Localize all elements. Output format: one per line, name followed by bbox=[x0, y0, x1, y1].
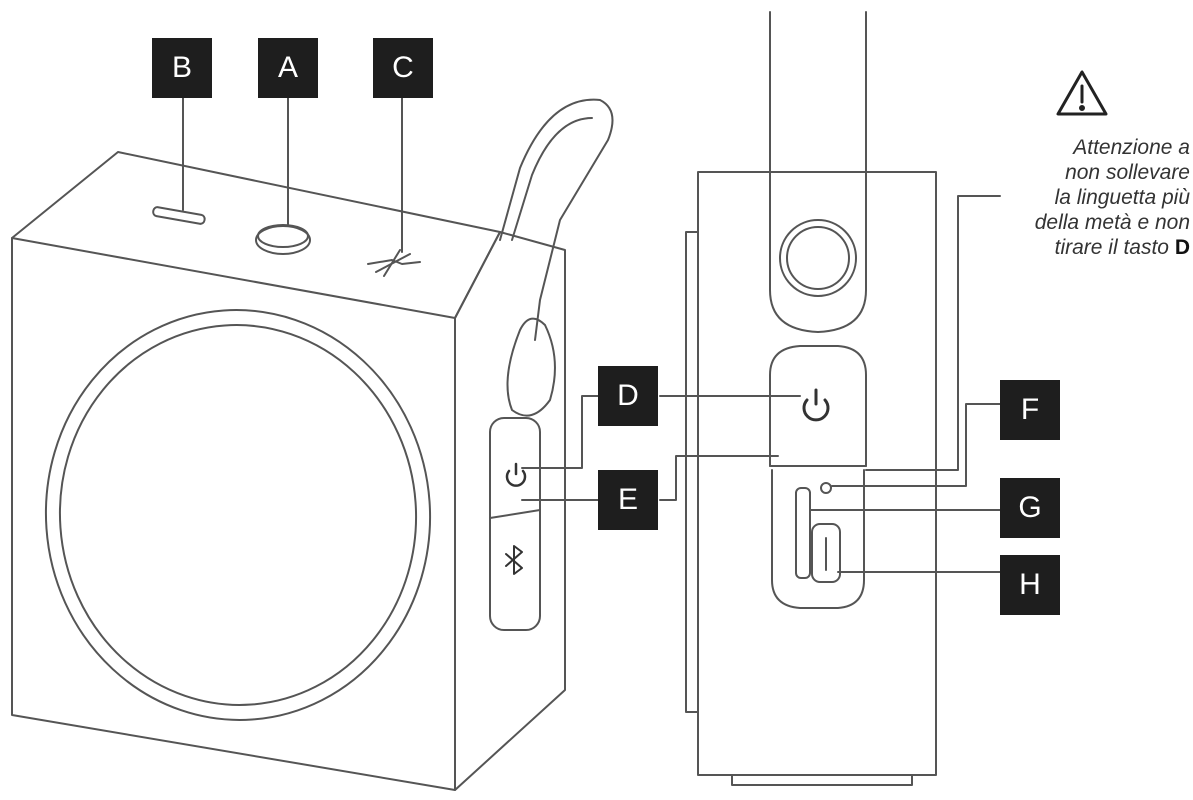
label-d: D bbox=[598, 366, 658, 426]
warning-line: la linguetta più bbox=[1054, 186, 1190, 209]
label-e: E bbox=[598, 470, 658, 530]
label-g: G bbox=[1000, 478, 1060, 538]
speaker-grille-outer bbox=[44, 309, 432, 721]
button-a-round[interactable] bbox=[255, 224, 311, 255]
left-speaker-top-face bbox=[11, 151, 501, 319]
label-h: H bbox=[1000, 555, 1060, 615]
right-speaker-bottom-edge bbox=[731, 774, 913, 786]
strap-button bbox=[779, 219, 857, 297]
protective-flap[interactable] bbox=[769, 345, 867, 467]
leader-line-f bbox=[831, 403, 1001, 487]
warning-line-last: tirare il tasto D bbox=[990, 235, 1190, 260]
indicator-led-f bbox=[820, 482, 832, 494]
power-icon bbox=[505, 462, 527, 487]
label-a: A bbox=[258, 38, 318, 98]
warning-line: non sollevare bbox=[1065, 161, 1190, 184]
left-speaker-strap-inner bbox=[511, 117, 593, 241]
left-speaker-side-face bbox=[454, 231, 566, 791]
label-b: B bbox=[152, 38, 212, 98]
warning-line: della metà e non bbox=[1034, 211, 1190, 234]
leader-line-d-left bbox=[521, 395, 599, 469]
warning-triangle-icon bbox=[1056, 70, 1108, 116]
bluetooth-icon bbox=[505, 545, 523, 575]
warning-key-label: D bbox=[1174, 236, 1190, 259]
button-c-plus[interactable] bbox=[367, 249, 421, 277]
right-speaker-body bbox=[697, 171, 937, 776]
label-f: F bbox=[1000, 380, 1060, 440]
right-speaker-back-edge bbox=[685, 231, 699, 713]
speaker-grille-inner bbox=[58, 324, 418, 706]
port-cover-area bbox=[771, 469, 865, 609]
warning-text: Attenzione a non sollevare la linguetta … bbox=[990, 135, 1190, 260]
label-c: C bbox=[373, 38, 433, 98]
warning-line: Attenzione a bbox=[1073, 136, 1190, 159]
left-speaker-strap bbox=[499, 98, 614, 341]
leader-line-warning bbox=[865, 195, 1001, 471]
right-speaker-strap bbox=[769, 11, 867, 333]
sd-card-slot-g[interactable] bbox=[795, 487, 811, 579]
power-icon bbox=[802, 388, 830, 422]
leader-line-e-right bbox=[659, 455, 779, 501]
left-speaker-strap-loop bbox=[506, 317, 556, 417]
left-speaker-front-face bbox=[11, 237, 456, 791]
left-speaker-side-panel bbox=[489, 417, 541, 631]
micro-usb-port-h[interactable] bbox=[811, 523, 841, 583]
button-b-minus[interactable] bbox=[152, 206, 206, 225]
warning-line: tirare il tasto bbox=[1054, 236, 1175, 259]
